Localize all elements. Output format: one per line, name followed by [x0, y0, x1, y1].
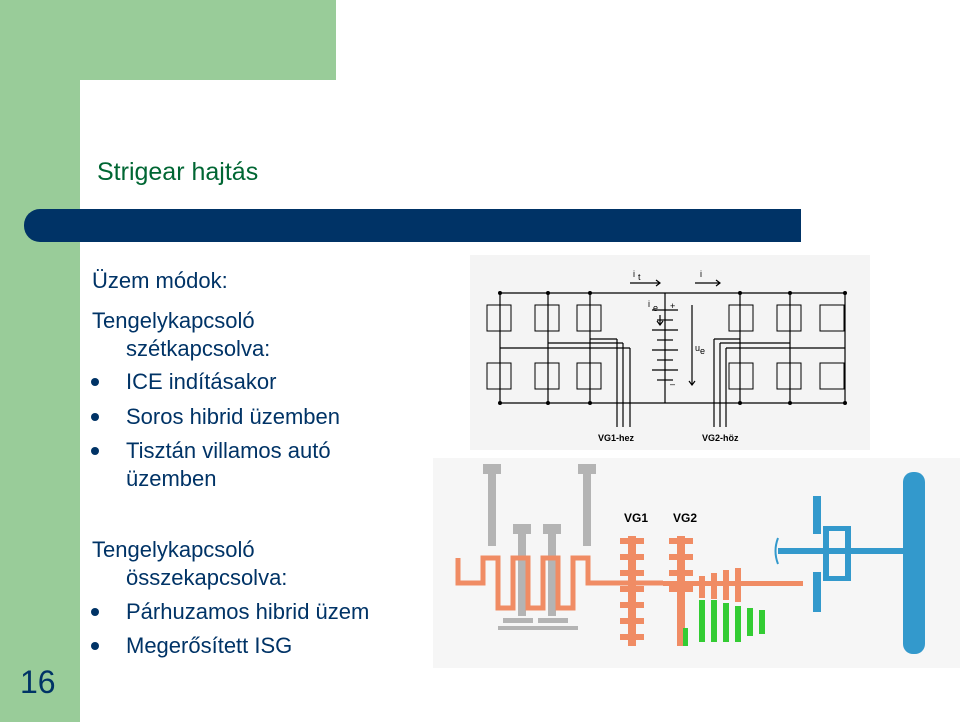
- label-ue-sub: e: [700, 346, 705, 356]
- label-it: i: [633, 269, 635, 279]
- bullet-dot: [91, 608, 99, 616]
- label-ue: u: [695, 343, 700, 353]
- drivetrain-schematic: VG1 VG2: [433, 458, 960, 668]
- label-plus: +: [670, 301, 675, 311]
- group2-line1: Tengelykapcsoló: [92, 537, 255, 562]
- label-i: i: [700, 269, 702, 279]
- inverter-circuit-diagram: i t i i e + – u e VG1-hez VG2-höz: [470, 255, 870, 450]
- bullet-ice-start: ICE indításakor: [126, 369, 277, 394]
- label-vg1: VG1: [624, 511, 648, 525]
- label-vg1-hez: VG1-hez: [598, 433, 635, 443]
- bullet-pure-electric: Tisztán villamos autó: [126, 438, 331, 463]
- modes-heading: Üzem módok:: [92, 268, 228, 293]
- slide-number: 16: [20, 664, 56, 700]
- group1-line1: Tengelykapcsoló: [92, 308, 255, 333]
- slide-title: Strigear hajtás: [97, 158, 259, 186]
- content-corner: [80, 80, 200, 200]
- top-green-band: [0, 0, 336, 80]
- bullet-dot: [91, 413, 99, 421]
- bullet-series-hybrid: Soros hibrid üzemben: [126, 404, 341, 429]
- label-it-sub: t: [638, 272, 641, 282]
- label-vg2: VG2: [673, 511, 697, 525]
- bullet-boosted-isg: Megerősített ISG: [126, 633, 293, 658]
- left-green-band: [0, 0, 80, 722]
- bullet-parallel-hybrid: Párhuzamos hibrid üzem: [126, 599, 370, 624]
- label-ie: i: [648, 299, 650, 309]
- bullet-pure-electric-cont: üzemben: [126, 466, 217, 491]
- title-bar: [24, 209, 801, 242]
- group1-line2: szétkapcsolva:: [126, 336, 271, 361]
- bullet-dot: [91, 642, 99, 650]
- bullet-dot: [91, 447, 99, 455]
- group2-line2: összekapcsolva:: [126, 565, 288, 590]
- label-minus: –: [670, 379, 675, 389]
- label-ie-sub: e: [653, 303, 658, 313]
- bullet-dot: [91, 378, 99, 386]
- label-vg2-hoz: VG2-höz: [702, 433, 739, 443]
